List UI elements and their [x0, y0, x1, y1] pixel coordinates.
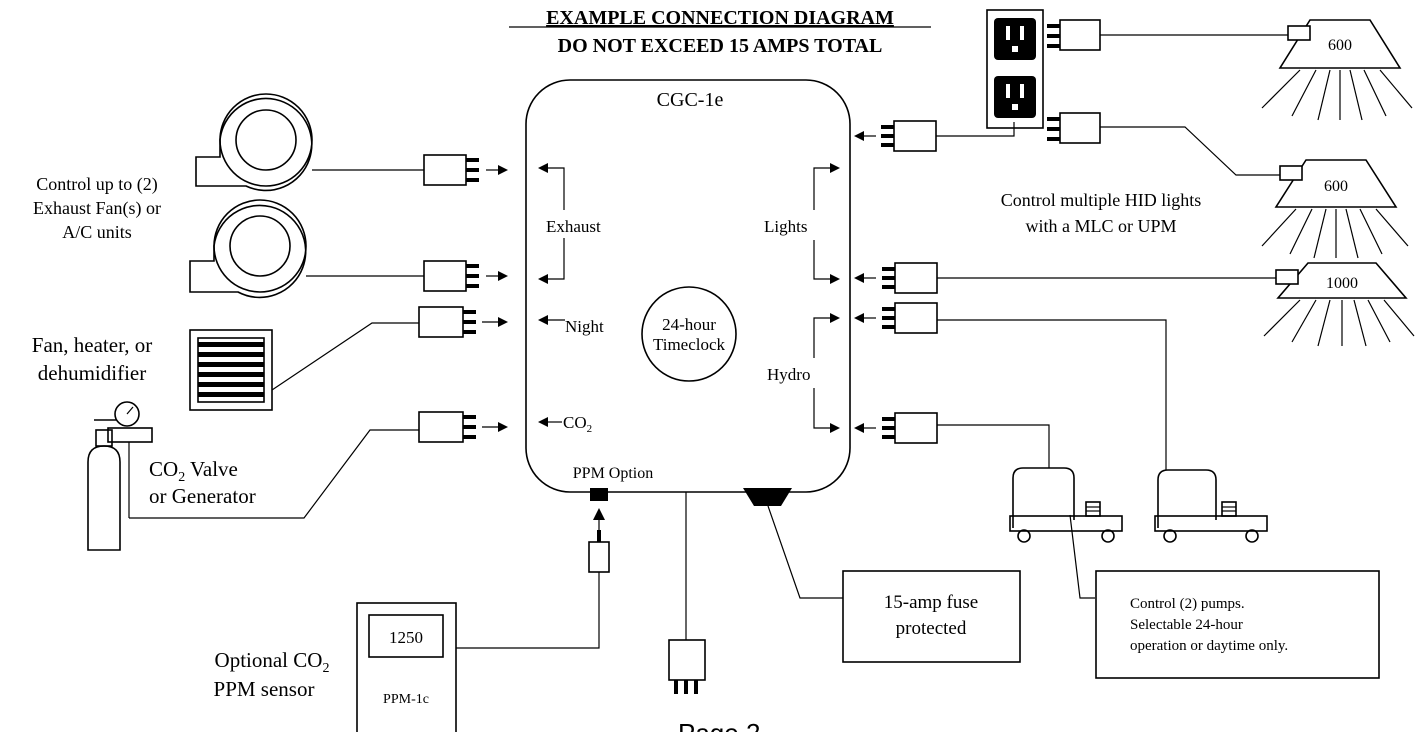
- hid-description-line2: with a MLC or UPM: [1025, 216, 1176, 236]
- exhaust-plug-1: [423, 154, 508, 186]
- light-plug-3: [854, 262, 1282, 294]
- port-lights-label: Lights: [764, 217, 807, 236]
- controller-unit: CGC-1e 24-hour Timeclock PPM Option: [525, 79, 851, 506]
- pump-plug-2: [854, 412, 1050, 468]
- lights-plug-outlet: [854, 120, 1015, 152]
- pump-plug-1: [854, 302, 1167, 470]
- night-plug: [418, 306, 508, 338]
- co2-valve-label-line1: CO2 Valve: [149, 457, 238, 485]
- exhaust-plug-2: [423, 260, 508, 292]
- port-exhaust: Exhaust: [538, 163, 601, 284]
- port-co2: CO2: [538, 413, 592, 435]
- timeclock-label-line1: 24-hour: [662, 315, 716, 334]
- ppm-sensor-model: PPM-1c: [383, 692, 429, 707]
- port-hydro: Hydro: [767, 313, 840, 433]
- port-exhaust-label: Exhaust: [546, 217, 601, 236]
- port-night-label: Night: [565, 317, 604, 336]
- heater-icon: [189, 322, 419, 411]
- exhaust-description-line3: A/C units: [62, 222, 132, 242]
- ppm-option-label: PPM Option: [573, 465, 653, 482]
- hid-description: Control multiple HID lights with a MLC o…: [1001, 190, 1202, 236]
- ppm-sensor-connection: [456, 508, 610, 649]
- co2-plug: [418, 411, 508, 443]
- hid-light-3-wattage: 1000: [1326, 275, 1358, 292]
- pumps-callout-line1: Control (2) pumps.: [1130, 596, 1245, 612]
- port-hydro-label: Hydro: [767, 365, 810, 384]
- diagram-title: EXAMPLE CONNECTION DIAGRAM: [546, 7, 894, 29]
- hid-light-1-icon: 600: [1261, 19, 1413, 121]
- port-co2-label: CO2: [563, 413, 592, 435]
- exhaust-description: Control up to (2) Exhaust Fan(s) or A/C …: [33, 174, 161, 242]
- hid-light-2-icon: 600: [1261, 159, 1409, 259]
- hid-description-line1: Control multiple HID lights: [1001, 190, 1202, 210]
- ppm-sensor-description: Optional CO2 PPM sensor: [214, 648, 330, 701]
- exhaust-fan-1-icon: [195, 93, 424, 192]
- pumps-callout-line3: operation or daytime only.: [1130, 638, 1288, 654]
- timeclock-dial: [641, 286, 737, 382]
- hid-light-2-wattage: 600: [1324, 178, 1348, 195]
- co2-valve-label-line2: or Generator: [149, 484, 256, 508]
- page-footer: Page 2: [678, 718, 760, 732]
- port-night: Night: [538, 315, 604, 336]
- pump-1-icon: [1009, 467, 1123, 599]
- fuse-callout: 15-amp fuse protected: [767, 505, 1021, 663]
- ppm-sensor-description-line1: Optional CO2: [215, 648, 330, 676]
- controller-model-label: CGC-1e: [657, 89, 724, 111]
- ppm-sensor-description-line2: PPM sensor: [214, 677, 315, 701]
- port-lights: Lights: [764, 163, 840, 284]
- exhaust-description-line1: Control up to (2): [36, 174, 158, 195]
- night-description: Fan, heater, or dehumidifier: [32, 333, 152, 385]
- co2-valve-description: CO2 Valve or Generator: [149, 457, 256, 508]
- hid-light-3-icon: 1000: [1263, 262, 1415, 347]
- ppm-sensor-reading: 1250: [389, 628, 423, 647]
- light-plug-2: [1047, 112, 1280, 176]
- hid-light-1-wattage: 600: [1328, 37, 1352, 54]
- diagram-header: EXAMPLE CONNECTION DIAGRAM DO NOT EXCEED…: [509, 7, 931, 57]
- light-plug-1: [1047, 19, 1290, 51]
- night-description-line1: Fan, heater, or: [32, 333, 152, 357]
- controller-body: [525, 79, 851, 493]
- pump-2-icon: [1154, 469, 1268, 543]
- fuse-holder: [743, 488, 792, 506]
- timeclock-label-line2: Timeclock: [653, 335, 726, 354]
- pumps-callout-line2: Selectable 24-hour: [1130, 617, 1243, 633]
- night-description-line2: dehumidifier: [38, 361, 146, 385]
- ppm-sensor-device: 1250 PPM-1c: [356, 602, 457, 732]
- power-outlet-icon: [986, 9, 1044, 129]
- exhaust-description-line2: Exhaust Fan(s) or: [33, 198, 161, 219]
- diagram-subtitle: DO NOT EXCEED 15 AMPS TOTAL: [558, 35, 883, 57]
- exhaust-fan-2-icon: [189, 199, 424, 299]
- fuse-callout-line1: 15-amp fuse: [884, 592, 978, 613]
- power-cord: [668, 492, 706, 694]
- pumps-callout: Control (2) pumps. Selectable 24-hour op…: [1095, 570, 1380, 679]
- ppm-option-jack: [590, 488, 608, 501]
- page-number: Page 2: [678, 718, 760, 732]
- co2-tank-icon: [87, 401, 419, 551]
- fuse-callout-line2: protected: [896, 618, 967, 639]
